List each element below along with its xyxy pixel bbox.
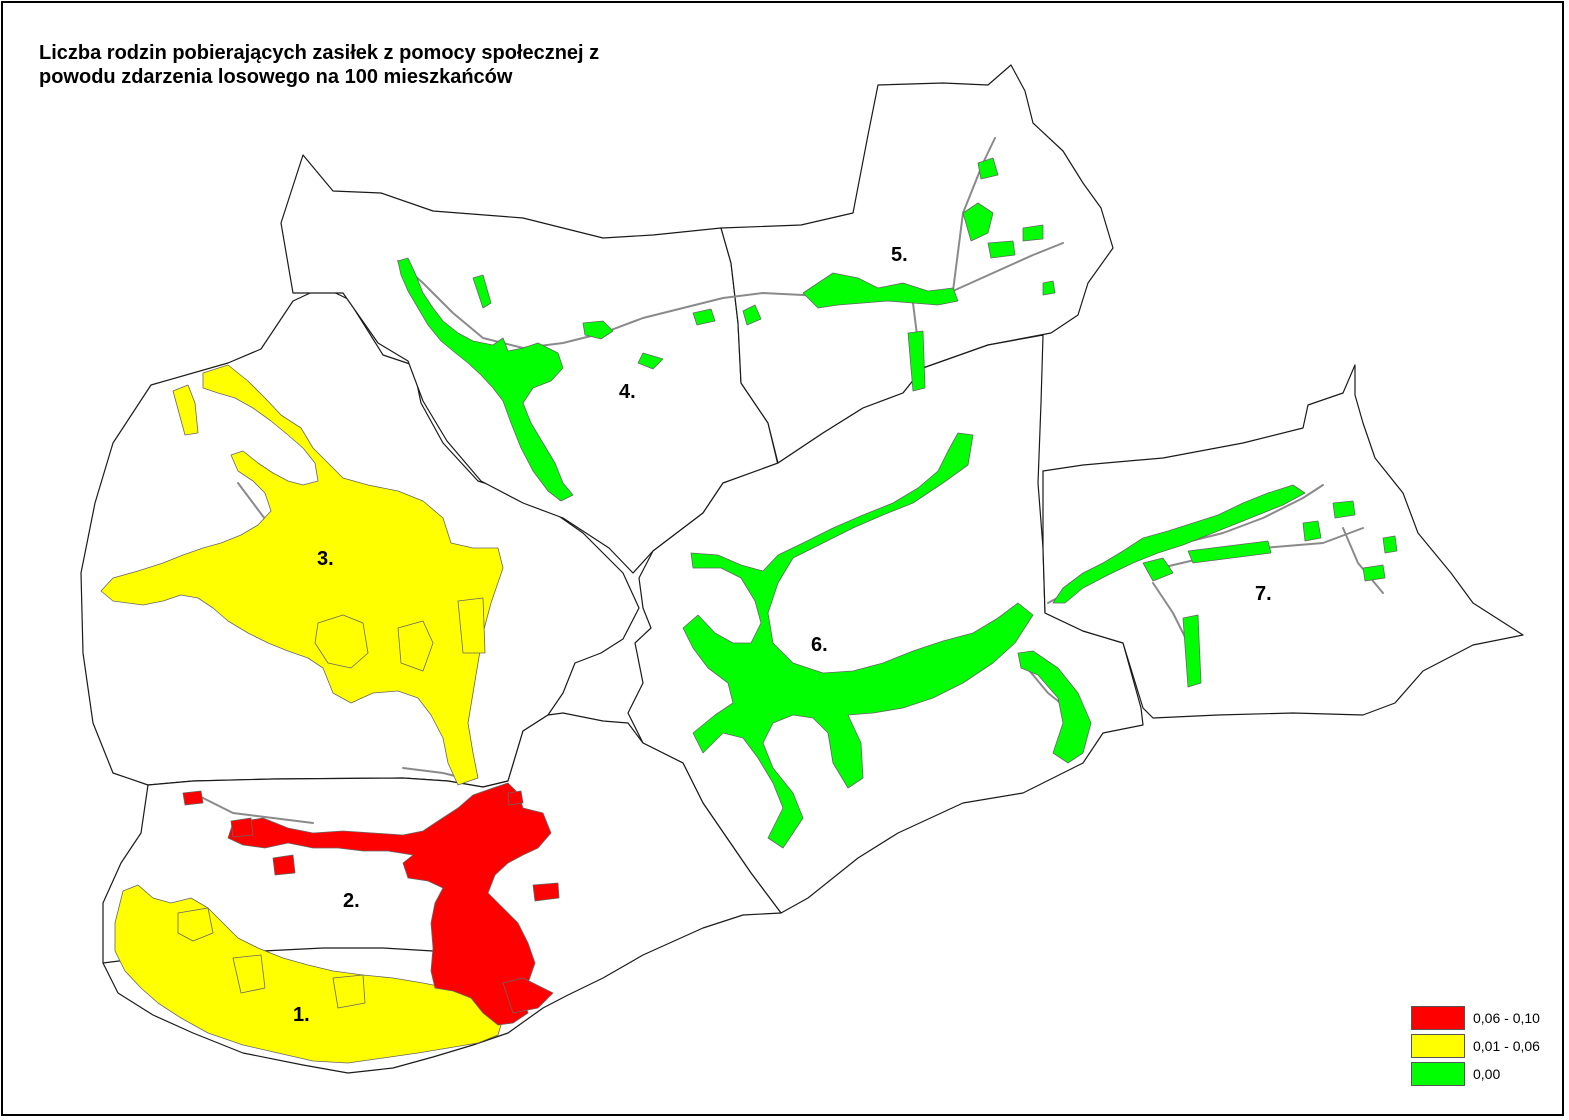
settlement-region-3[interactable] <box>100 364 504 786</box>
settlements-red <box>182 782 560 1026</box>
legend-item-high: 0,06 - 0,10 <box>1411 1006 1561 1030</box>
settlement-region-6[interactable] <box>682 432 1034 849</box>
settlements-green <box>397 157 1398 849</box>
region-labels: 1. 2. 3. 4. 5. 6. 7. <box>293 244 1272 1026</box>
region-label-3: 3. <box>317 548 334 570</box>
region-label-6: 6. <box>811 634 828 656</box>
map-legend: 0,06 - 0,10 0,01 - 0,06 0,00 <box>1411 1006 1561 1090</box>
legend-label: 0,00 <box>1473 1066 1501 1082</box>
region-outline-7[interactable] <box>1042 364 1524 719</box>
legend-label: 0,01 - 0,06 <box>1473 1038 1540 1054</box>
settlement-region-5[interactable] <box>802 272 959 309</box>
map-canvas: 1. 2. 3. 4. 5. 6. 7. <box>80 64 1524 1074</box>
legend-swatch-yellow <box>1411 1034 1465 1058</box>
settlement-region-4[interactable] <box>397 257 574 502</box>
region-label-4: 4. <box>619 381 636 403</box>
legend-item-mid: 0,01 - 0,06 <box>1411 1034 1561 1058</box>
region-outline-6[interactable] <box>627 334 1144 914</box>
legend-swatch-green <box>1411 1062 1465 1086</box>
region-label-1: 1. <box>293 1004 310 1026</box>
region-label-7: 7. <box>1255 583 1272 605</box>
region-label-5: 5. <box>891 244 908 266</box>
map-title: Liczba rodzin pobierających zasiłek z po… <box>39 42 600 88</box>
legend-swatch-red <box>1411 1006 1465 1030</box>
settlement-region-7[interactable] <box>1052 484 1306 604</box>
legend-item-low: 0,00 <box>1411 1062 1561 1086</box>
region-label-2: 2. <box>343 890 360 912</box>
region-outline-5[interactable] <box>720 64 1114 464</box>
legend-label: 0,06 - 0,10 <box>1473 1010 1540 1026</box>
